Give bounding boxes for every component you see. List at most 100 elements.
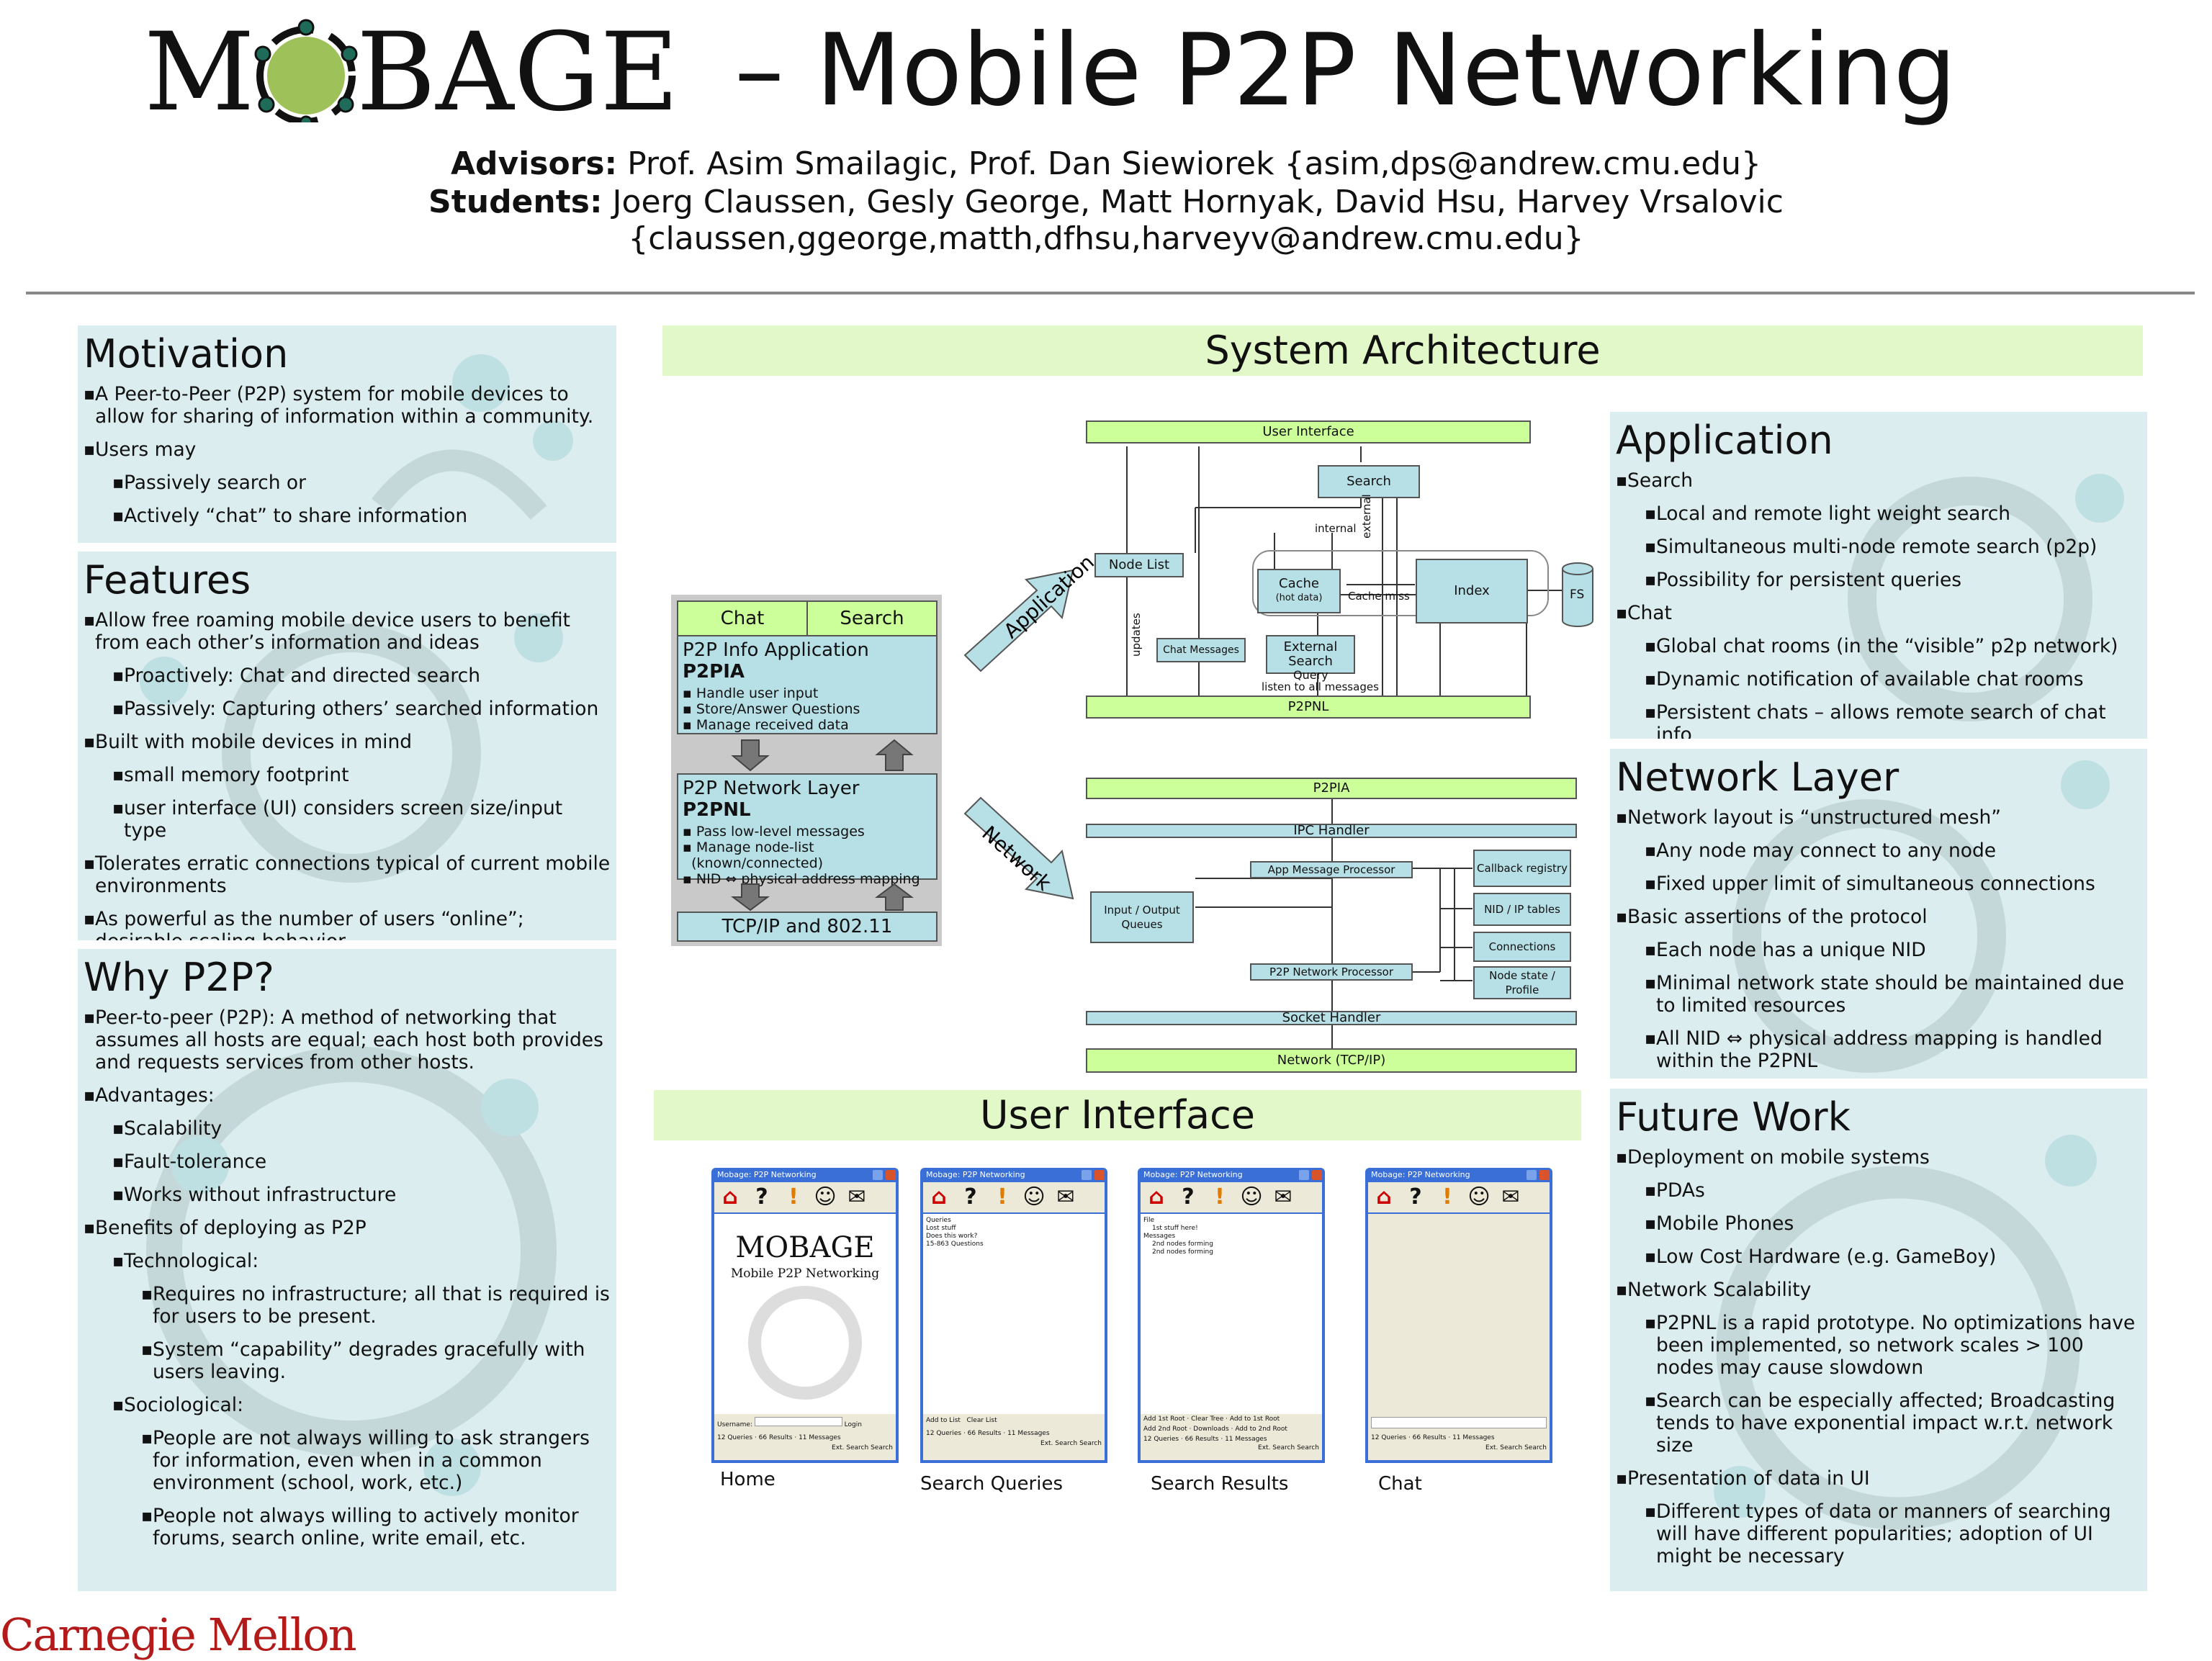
caption-chat: Chat: [1378, 1473, 1422, 1495]
list-item: A Peer-to-Peer (P2P) system for mobile d…: [84, 383, 611, 428]
query-label: Query: [1293, 668, 1328, 682]
chat-area[interactable]: [1368, 1214, 1550, 1414]
fs-cylinder-icon: [1562, 562, 1593, 627]
list-item[interactable]: 15-863 Questions: [926, 1241, 984, 1248]
list-item: As powerful as the number of users “onli…: [84, 908, 611, 940]
add-2nd-root-button[interactable]: Add 2nd Root: [1143, 1426, 1187, 1433]
clear-tree-button[interactable]: Clear Tree: [1191, 1415, 1224, 1423]
cache-miss-label: Cache miss: [1348, 590, 1410, 603]
index-module: Index: [1416, 559, 1528, 624]
home-logo: MOBAGE: [735, 1231, 875, 1264]
search-button[interactable]: Search: [1079, 1440, 1102, 1447]
connections-box: Connections: [1473, 932, 1571, 962]
list-item: Chat: [1616, 602, 2141, 624]
tree-item[interactable]: 2nd nodes forming: [1152, 1241, 1213, 1248]
caption-search-queries: Search Queries: [920, 1473, 1063, 1495]
why-p2p-title: Why P2P?: [84, 955, 274, 1000]
search-button[interactable]: Search: [871, 1444, 893, 1451]
p2pnl-acronym: P2PNL: [683, 799, 751, 821]
ext-search-checkbox[interactable]: Ext. Search: [1485, 1444, 1523, 1451]
status-bar: Username: Login 12 Queries · 66 Results …: [714, 1414, 896, 1460]
list-item: (known/connected): [691, 855, 824, 871]
listen-icon: ☺: [1240, 1184, 1263, 1210]
updown-arrows: [731, 739, 914, 772]
list-item: Passively search or: [112, 472, 611, 494]
ipc-handler-box: IPC Handler: [1086, 824, 1577, 838]
external-label: external: [1360, 494, 1373, 539]
protocol-stack: Chat Search P2P Info Application P2PIA ▪…: [671, 595, 942, 946]
internal-label: internal: [1315, 522, 1357, 535]
list-item: Basic assertions of the protocol: [1616, 906, 2141, 928]
add-to-1st-root-button[interactable]: Add to 1st Root: [1229, 1415, 1280, 1423]
username-input[interactable]: [754, 1417, 842, 1426]
home-content: MOBAGE Mobile P2P Networking: [714, 1214, 896, 1414]
future-work-panel: Future Work Deployment on mobile systems…: [1610, 1089, 2147, 1591]
listen-icon: ☺: [1022, 1184, 1046, 1210]
alert-icon: !: [1215, 1184, 1225, 1210]
list-item[interactable]: Does this work?: [926, 1233, 978, 1240]
list-item: ▪ Handle user input: [683, 685, 819, 701]
fs-label: FS: [1570, 588, 1585, 602]
application-panel: Application Search Local and remote ligh…: [1610, 412, 2147, 739]
list-item: Presentation of data in UI: [1616, 1467, 2141, 1490]
tree-item[interactable]: File: [1143, 1217, 1155, 1224]
p2p-network-processor-box: P2P Network Processor: [1250, 963, 1413, 981]
screenshot-search-queries: Mobage: P2P Networking ⌂?!☺✉ Queries Los…: [920, 1168, 1107, 1463]
add-to-list-button[interactable]: Add to List: [926, 1417, 961, 1424]
queries-content: Queries Lost stuff Does this work? 15-86…: [923, 1214, 1105, 1414]
tree-item[interactable]: Messages: [1143, 1233, 1176, 1240]
features-title: Features: [84, 557, 251, 603]
list-item: user interface (UI) considers screen siz…: [112, 797, 611, 842]
toolbar: ⌂?!☺✉: [1368, 1182, 1550, 1212]
application-arrow: Application: [963, 554, 1094, 672]
login-button[interactable]: Login: [844, 1421, 862, 1428]
node-state-box: Node state / Profile: [1473, 966, 1571, 999]
clear-list-button[interactable]: Clear List: [966, 1417, 997, 1424]
screenshot-home: Mobage: P2P Networking ⌂?!☺✉ MOBAGE Mobi…: [711, 1168, 899, 1463]
globe-icon: [748, 1286, 862, 1400]
list-item: Network layout is “unstructured mesh”: [1616, 806, 2141, 829]
alert-icon: !: [1442, 1184, 1452, 1210]
close-icon: [1539, 1170, 1550, 1180]
ext-search-checkbox[interactable]: Ext. Search: [1040, 1440, 1078, 1447]
home-icon: ⌂: [931, 1184, 947, 1210]
add-to-2nd-root-button[interactable]: Add to 2nd Root: [1235, 1426, 1287, 1433]
mail-icon: ✉: [1056, 1184, 1075, 1210]
list-item: ▪ Manage node-list: [683, 839, 814, 855]
question-icon: ?: [1409, 1184, 1422, 1210]
chat-input[interactable]: [1371, 1417, 1547, 1428]
students-label: Students:: [428, 184, 603, 220]
list-item: Dynamic notification of available chat r…: [1645, 668, 2141, 690]
add-1st-root-button[interactable]: Add 1st Root: [1143, 1415, 1185, 1423]
status-bar: Add to List Clear List 12 Queries · 66 R…: [923, 1414, 1105, 1460]
list-item: PDAs: [1645, 1179, 2141, 1202]
search-button[interactable]: Search: [1524, 1444, 1547, 1451]
caption-search-results: Search Results: [1151, 1473, 1289, 1495]
motivation-panel: Motivation A Peer-to-Peer (P2P) system f…: [78, 325, 616, 543]
list-item[interactable]: Lost stuff: [926, 1225, 956, 1232]
network-arrow: Network: [963, 796, 1074, 900]
ext-search-checkbox[interactable]: Ext. Search: [832, 1444, 869, 1451]
chat-messages-module: Chat Messages: [1156, 638, 1246, 662]
list-item: Minimal network state should be maintain…: [1645, 972, 2141, 1017]
minimize-icon: [1527, 1170, 1537, 1180]
question-icon: ?: [1182, 1184, 1195, 1210]
ext-search-checkbox[interactable]: Ext. Search: [1258, 1444, 1295, 1451]
list-item: ▪ Pass low-level messages: [683, 824, 865, 839]
list-item: Any node may connect to any node: [1645, 839, 2141, 862]
application-title: Application: [1616, 418, 1833, 463]
window-title: Mobage: P2P Networking: [926, 1170, 1025, 1179]
status-bar: Add 1st Root · Clear Tree · Add to 1st R…: [1141, 1414, 1322, 1460]
p2pnl-box: P2P Network Layer P2PNL ▪ Pass low-level…: [677, 773, 938, 887]
tree-item[interactable]: 2nd nodes forming: [1152, 1248, 1213, 1256]
motivation-title: Motivation: [84, 331, 289, 377]
home-icon: ⌂: [1376, 1184, 1392, 1210]
list-item: small memory footprint: [112, 764, 611, 786]
tree-item[interactable]: 1st stuff here!: [1152, 1225, 1198, 1232]
list-item: People are not always willing to ask str…: [141, 1427, 611, 1494]
list-item: Different types of data or manners of se…: [1645, 1500, 2141, 1567]
window-title: Mobage: P2P Networking: [1371, 1170, 1470, 1179]
list-item: Scalability: [112, 1117, 611, 1140]
search-button[interactable]: Search: [1297, 1444, 1319, 1451]
downloads-button[interactable]: Downloads: [1193, 1426, 1229, 1433]
